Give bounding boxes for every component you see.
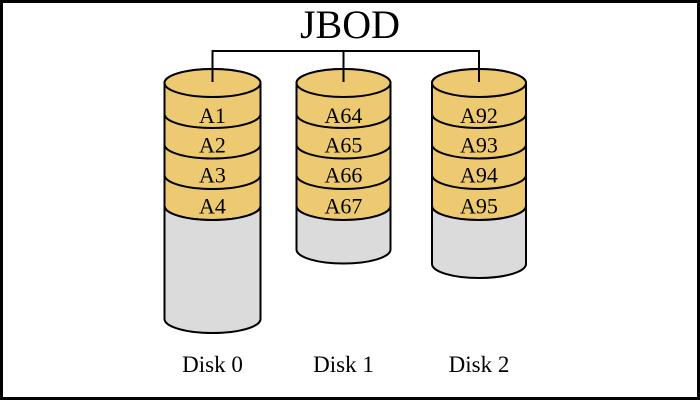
disk2-divider-3 — [431, 174, 527, 190]
disk2-segment-label: A95 — [460, 194, 498, 219]
disk0-segment-label: A4 — [199, 194, 226, 219]
bus-connector-line — [211, 50, 480, 82]
disk0-label: Disk 0 — [182, 352, 243, 377]
disk2-divider-2 — [431, 144, 527, 160]
disk2-segment-label: A94 — [460, 163, 498, 188]
disk2-segment-label: A93 — [460, 133, 498, 158]
disk1-divider-2 — [295, 144, 392, 160]
disk1-body — [295, 205, 392, 265]
diagram-title: JBOD — [300, 2, 400, 47]
disk-1: A64 A65 A66 A67 Disk 1 — [295, 68, 392, 377]
disk1-label: Disk 1 — [313, 352, 374, 377]
disk0-segment-label: A2 — [199, 133, 226, 158]
disk1-segment-label: A65 — [325, 133, 363, 158]
disk2-divider-1 — [431, 113, 527, 129]
disk0-body — [163, 205, 262, 334]
disk1-divider-1 — [295, 113, 392, 129]
disk-2: A92 A93 A94 A95 Disk 2 — [431, 68, 527, 377]
disk1-segment-label: A66 — [325, 163, 363, 188]
disk2-label: Disk 2 — [449, 352, 510, 377]
disk0-segment-label: A1 — [199, 103, 226, 128]
disk1-segment-label: A67 — [325, 194, 363, 219]
disk1-segment-label: A64 — [325, 103, 363, 128]
disk1-divider-3 — [295, 174, 392, 190]
disk0-divider-1 — [163, 113, 262, 129]
disk0-segment-label: A3 — [199, 163, 226, 188]
disk0-divider-3 — [163, 174, 262, 190]
disk2-segment-label: A92 — [460, 103, 498, 128]
disk-0: A1 A2 A3 A4 Disk 0 — [163, 68, 262, 377]
disk2-body — [431, 205, 527, 279]
disk0-divider-2 — [163, 144, 262, 160]
